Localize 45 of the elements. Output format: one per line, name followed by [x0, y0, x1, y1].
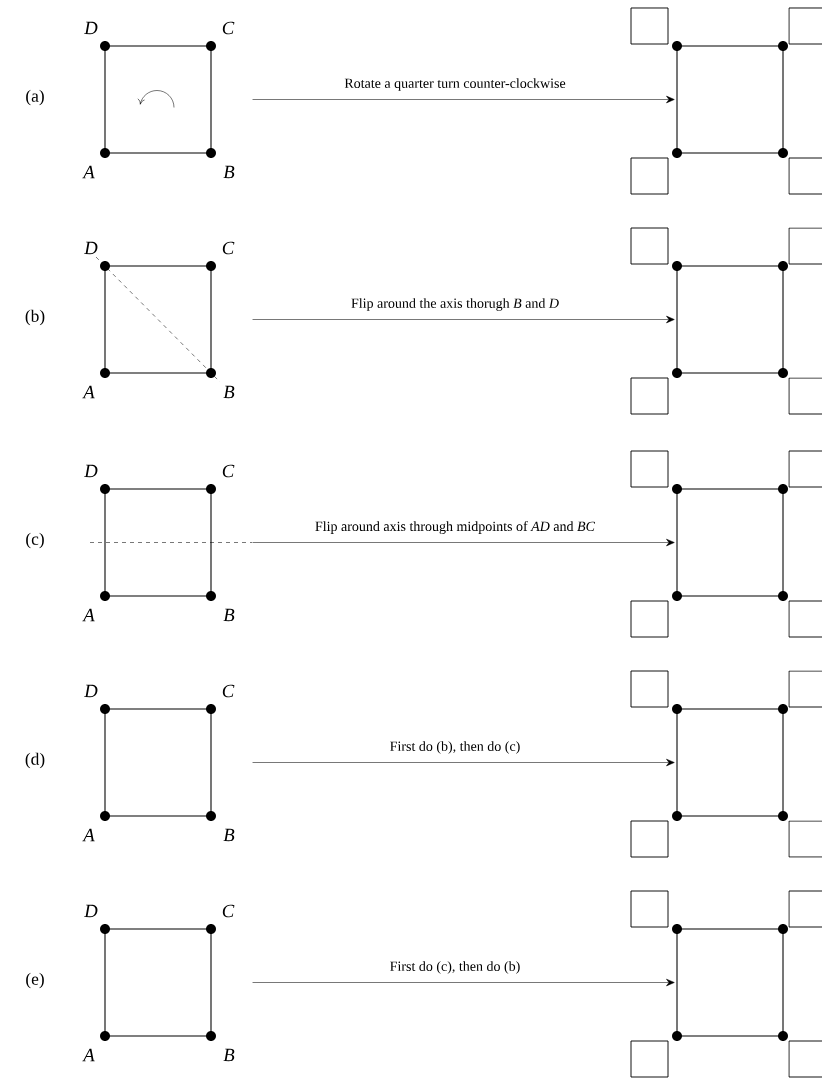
square	[104, 488, 212, 597]
vertex-label: C	[222, 241, 235, 255]
arrow	[252, 978, 675, 987]
vertex-label: A	[82, 608, 95, 622]
vertex-label: A	[82, 828, 95, 842]
arrow	[252, 95, 675, 104]
square	[676, 708, 784, 817]
arrow	[252, 315, 675, 324]
edge-label: First do (c), then do (b)	[388, 959, 522, 976]
square	[676, 265, 784, 374]
row-label: (c)	[26, 532, 44, 549]
arrow	[252, 538, 675, 547]
edge-label: First do (b), then do (c)	[388, 739, 522, 756]
row-label: (b)	[25, 309, 45, 326]
vertex-label: A	[82, 385, 95, 399]
row-label: (e)	[26, 972, 44, 989]
square	[104, 265, 212, 374]
square	[104, 45, 212, 154]
edge-label: Flip around the axis thorugh B and D	[349, 296, 561, 313]
vertex-label: B	[223, 828, 235, 842]
vertex-label: D	[84, 21, 98, 35]
row-label: (a)	[26, 89, 44, 106]
square	[104, 928, 212, 1037]
square	[676, 488, 784, 597]
vertex-label: D	[84, 904, 98, 918]
vertex-label: C	[222, 21, 235, 35]
arrow	[252, 758, 675, 767]
vertex-label: C	[222, 684, 235, 698]
vertex-label: D	[84, 241, 98, 255]
edge-label: Flip around axis through midpoints of AD and BC	[313, 519, 597, 536]
vertex-label: B	[223, 165, 235, 179]
vertex-label: B	[223, 1048, 235, 1062]
vertex-label: B	[223, 385, 235, 399]
edge-label: Rotate a quarter turn counter-clockwise	[343, 76, 567, 93]
row-label: (d)	[25, 752, 45, 769]
vertex-label: B	[223, 608, 235, 622]
vertex-label: D	[84, 684, 98, 698]
square	[676, 45, 784, 154]
vertex-label: A	[82, 165, 95, 179]
vertex-label: A	[82, 1048, 95, 1062]
square	[676, 928, 784, 1037]
vertex-label: D	[84, 464, 98, 478]
square	[104, 708, 212, 817]
vertex-label: C	[222, 904, 235, 918]
vertex-label: C	[222, 464, 235, 478]
